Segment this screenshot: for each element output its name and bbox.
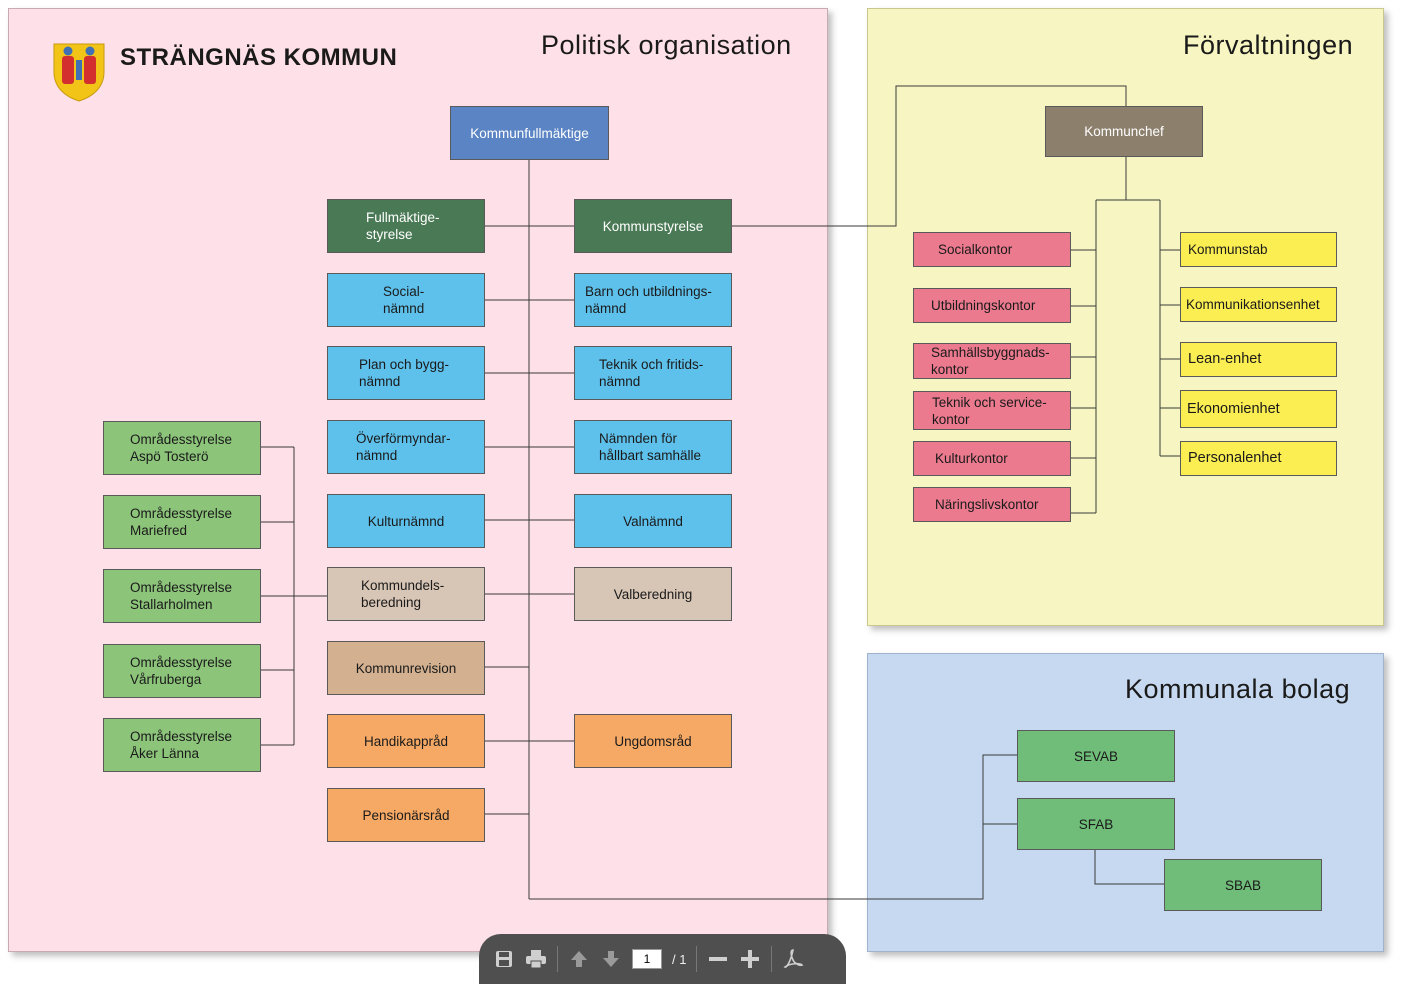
sfab-box: SFAB [1017, 798, 1175, 850]
politisk-title: Politisk organisation [541, 30, 792, 60]
sbab-box: SBAB [1164, 859, 1322, 911]
plan-byggnamnd-box: Plan och bygg- nämnd [327, 346, 485, 400]
kulturnamnd-box: Kulturnämnd [327, 494, 485, 548]
barn-utbildningsnamnd-box: Barn och utbildnings- nämnd [574, 273, 732, 327]
personalenhet-box: Personalenhet [1180, 441, 1337, 476]
logo-text: STRÄNGNÄS KOMMUN [120, 44, 398, 71]
lean-enhet-box: Lean-enhet [1180, 342, 1337, 377]
utbildningskontor-box: Utbildningskontor [913, 288, 1071, 323]
kommunfullmaktige-box: Kommunfullmäktige [450, 106, 609, 160]
kommunstyrelse-box: Kommunstyrelse [574, 199, 732, 253]
naringslivskontor-box: Näringslivskontor [913, 487, 1071, 522]
teknik-fritidsnamnd-box: Teknik och fritids- nämnd [574, 346, 732, 400]
coat-of-arms-logo [53, 43, 105, 102]
zoom-in-icon[interactable] [739, 948, 761, 970]
kulturkontor-box: Kulturkontor [913, 441, 1071, 476]
toolbar-separator [696, 946, 698, 972]
fullmaktigestyrelse-box: Fullmäktige- styrelse [327, 199, 485, 253]
print-icon[interactable] [525, 948, 547, 970]
page-total: / 1 [672, 951, 687, 967]
omradesstyrelse-aspo-tostero-box: Områdesstyrelse Aspö Tosterö [103, 421, 261, 475]
kommunikationsenhet-box: Kommunikationsenhet [1180, 287, 1337, 322]
pensionarsrad-box: Pensionärsråd [327, 788, 485, 842]
omradesstyrelse-aker-lanna-box: Områdesstyrelse Åker Länna [103, 718, 261, 772]
kommundelsberedning-box: Kommundels- beredning [327, 567, 485, 621]
omradesstyrelse-mariefred-box: Områdesstyrelse Mariefred [103, 495, 261, 549]
forvaltning-title: Förvaltningen [1183, 30, 1354, 60]
toolbar-separator [557, 946, 558, 972]
teknik-servicekontor-box: Teknik och service- kontor [913, 391, 1071, 430]
zoom-out-icon[interactable] [707, 948, 729, 970]
overformyndarnamnd-box: Överförmyndar- nämnd [327, 420, 485, 474]
omradesstyrelse-stallarholmen-box: Områdesstyrelse Stallarholmen [103, 569, 261, 623]
valnamnd-box: Valnämnd [574, 494, 732, 548]
previous-page-icon[interactable] [568, 948, 590, 970]
handikappsrad-box: Handikappråd [327, 714, 485, 768]
hallbart-samhalle-box: Nämnden för hållbart samhälle [574, 420, 732, 474]
samhallsbyggnadskontor-box: Samhällsbyggnads- kontor [913, 343, 1071, 379]
next-page-icon[interactable] [600, 948, 622, 970]
toolbar-separator [771, 946, 773, 972]
socialnamnd-box: Social- nämnd [327, 273, 485, 327]
ekonomienhet-box: Ekonomienhet [1180, 390, 1337, 428]
save-icon[interactable] [493, 948, 515, 970]
sevab-box: SEVAB [1017, 730, 1175, 782]
acrobat-icon[interactable] [782, 948, 804, 970]
kommunchef-box: Kommunchef [1045, 106, 1203, 157]
omradesstyrelse-varfruberga-box: Områdesstyrelse Vårfruberga [103, 644, 261, 698]
valberedning-box: Valberedning [574, 567, 732, 621]
page-number-input[interactable] [632, 949, 662, 969]
bolag-title: Kommunala bolag [1125, 674, 1351, 704]
socialkontor-box: Socialkontor [913, 232, 1071, 267]
kommunrevision-box: Kommunrevision [327, 641, 485, 695]
kommunstab-box: Kommunstab [1180, 232, 1337, 267]
ungdomsrad-box: Ungdomsråd [574, 714, 732, 768]
pdf-toolbar: / 1 [479, 934, 846, 984]
